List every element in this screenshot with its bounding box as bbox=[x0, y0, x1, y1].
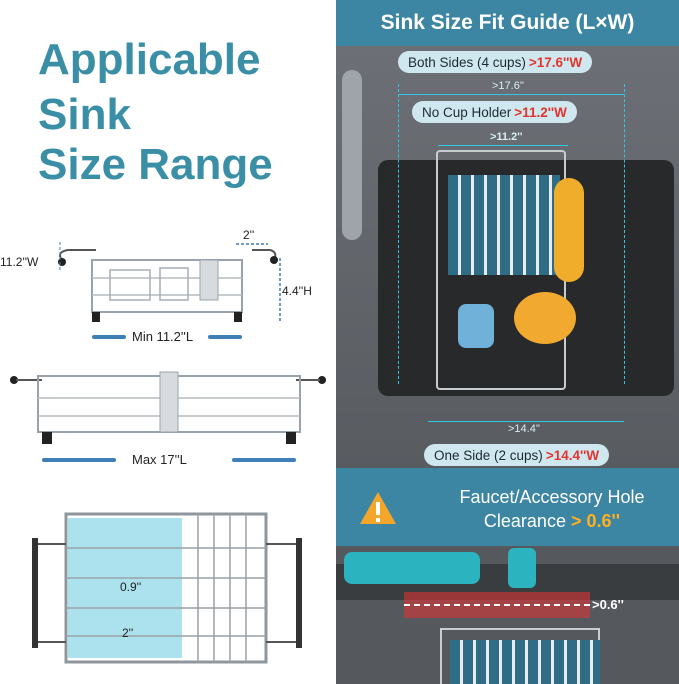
no-cup-value: >11.2''W bbox=[514, 104, 567, 120]
warning-value: > 0.6'' bbox=[570, 511, 621, 531]
warning-text: Faucet/Accessory Hole Clearance > 0.6'' bbox=[422, 485, 679, 533]
max-length-arrow-right bbox=[232, 458, 296, 462]
soap-dispenser bbox=[508, 548, 536, 588]
measure-bottom-label: >14.4'' bbox=[508, 423, 541, 435]
clearance-label: >0.6'' bbox=[592, 597, 624, 612]
both-sides-pill: Both Sides (4 cups) >17.6''W bbox=[398, 51, 593, 73]
max-length-arrow-left bbox=[42, 458, 116, 462]
width-label: 11.2''W bbox=[0, 255, 39, 269]
yellow-plate bbox=[554, 178, 584, 282]
rack-diagram-compact: 11.2''W 2'' 4.4''H Min 11.2''L bbox=[0, 220, 320, 350]
one-side-pill: One Side (2 cups) >14.4''W bbox=[424, 444, 610, 466]
title-line-2: Sink bbox=[38, 90, 131, 139]
warning-icon bbox=[360, 492, 396, 524]
no-cup-text: No Cup Holder bbox=[422, 104, 512, 120]
gap-label-1: 0.9'' bbox=[120, 580, 142, 594]
rack-extended-drawing bbox=[10, 371, 326, 444]
rack-compact-drawing bbox=[58, 242, 281, 322]
handle-length-label: 2'' bbox=[243, 228, 255, 242]
measure-mid-line bbox=[438, 145, 568, 146]
title-line-1: Applicable bbox=[38, 35, 261, 84]
no-cup-pill: No Cup Holder >11.2''W bbox=[412, 101, 577, 123]
measure-top-left bbox=[398, 84, 399, 384]
rack-topview-drawing bbox=[32, 512, 302, 664]
measure-top-right bbox=[624, 84, 625, 384]
measure-mid-label: >11.2'' bbox=[490, 131, 523, 143]
measure-top-label: >17.6'' bbox=[492, 80, 525, 92]
blue-cup bbox=[458, 304, 494, 348]
warning-line-1: Faucet/Accessory Hole bbox=[459, 487, 645, 507]
teal-mat bbox=[344, 552, 480, 584]
warning-panel bbox=[336, 468, 679, 546]
plates-bottom bbox=[450, 640, 600, 684]
guide-header: Sink Size Fit Guide (L×W) bbox=[336, 0, 679, 46]
measure-top-line bbox=[398, 94, 624, 95]
rack-diagram-topview: 0.9'' 2'' bbox=[28, 508, 318, 678]
min-length-arrow-right bbox=[208, 335, 242, 339]
height-label: 4.4''H bbox=[282, 284, 312, 298]
title-line-3: Size Range bbox=[38, 140, 273, 189]
measure-bottom-line bbox=[428, 421, 624, 422]
both-sides-text: Both Sides (4 cups) bbox=[408, 54, 526, 70]
warning-line-2: Clearance > 0.6'' bbox=[422, 509, 679, 533]
plates bbox=[448, 175, 560, 275]
orange-bowl bbox=[514, 292, 576, 344]
sink-fit-guide-panel: Sink Size Fit Guide (L×W) Both Sides (4 … bbox=[336, 0, 679, 684]
min-length-label: Min 11.2''L bbox=[132, 329, 194, 344]
faucet bbox=[342, 70, 362, 240]
clearance-line bbox=[404, 604, 590, 606]
min-length-arrow-left bbox=[92, 335, 126, 339]
both-sides-value: >17.6''W bbox=[528, 54, 583, 70]
one-side-value: >14.4''W bbox=[545, 447, 600, 463]
one-side-text: One Side (2 cups) bbox=[434, 447, 543, 463]
rack-diagram-extended: Max 17''L bbox=[0, 358, 330, 468]
warning-line-2-text: Clearance bbox=[483, 511, 566, 531]
max-length-label: Max 17''L bbox=[132, 452, 187, 467]
gap-label-2: 2'' bbox=[122, 626, 134, 640]
